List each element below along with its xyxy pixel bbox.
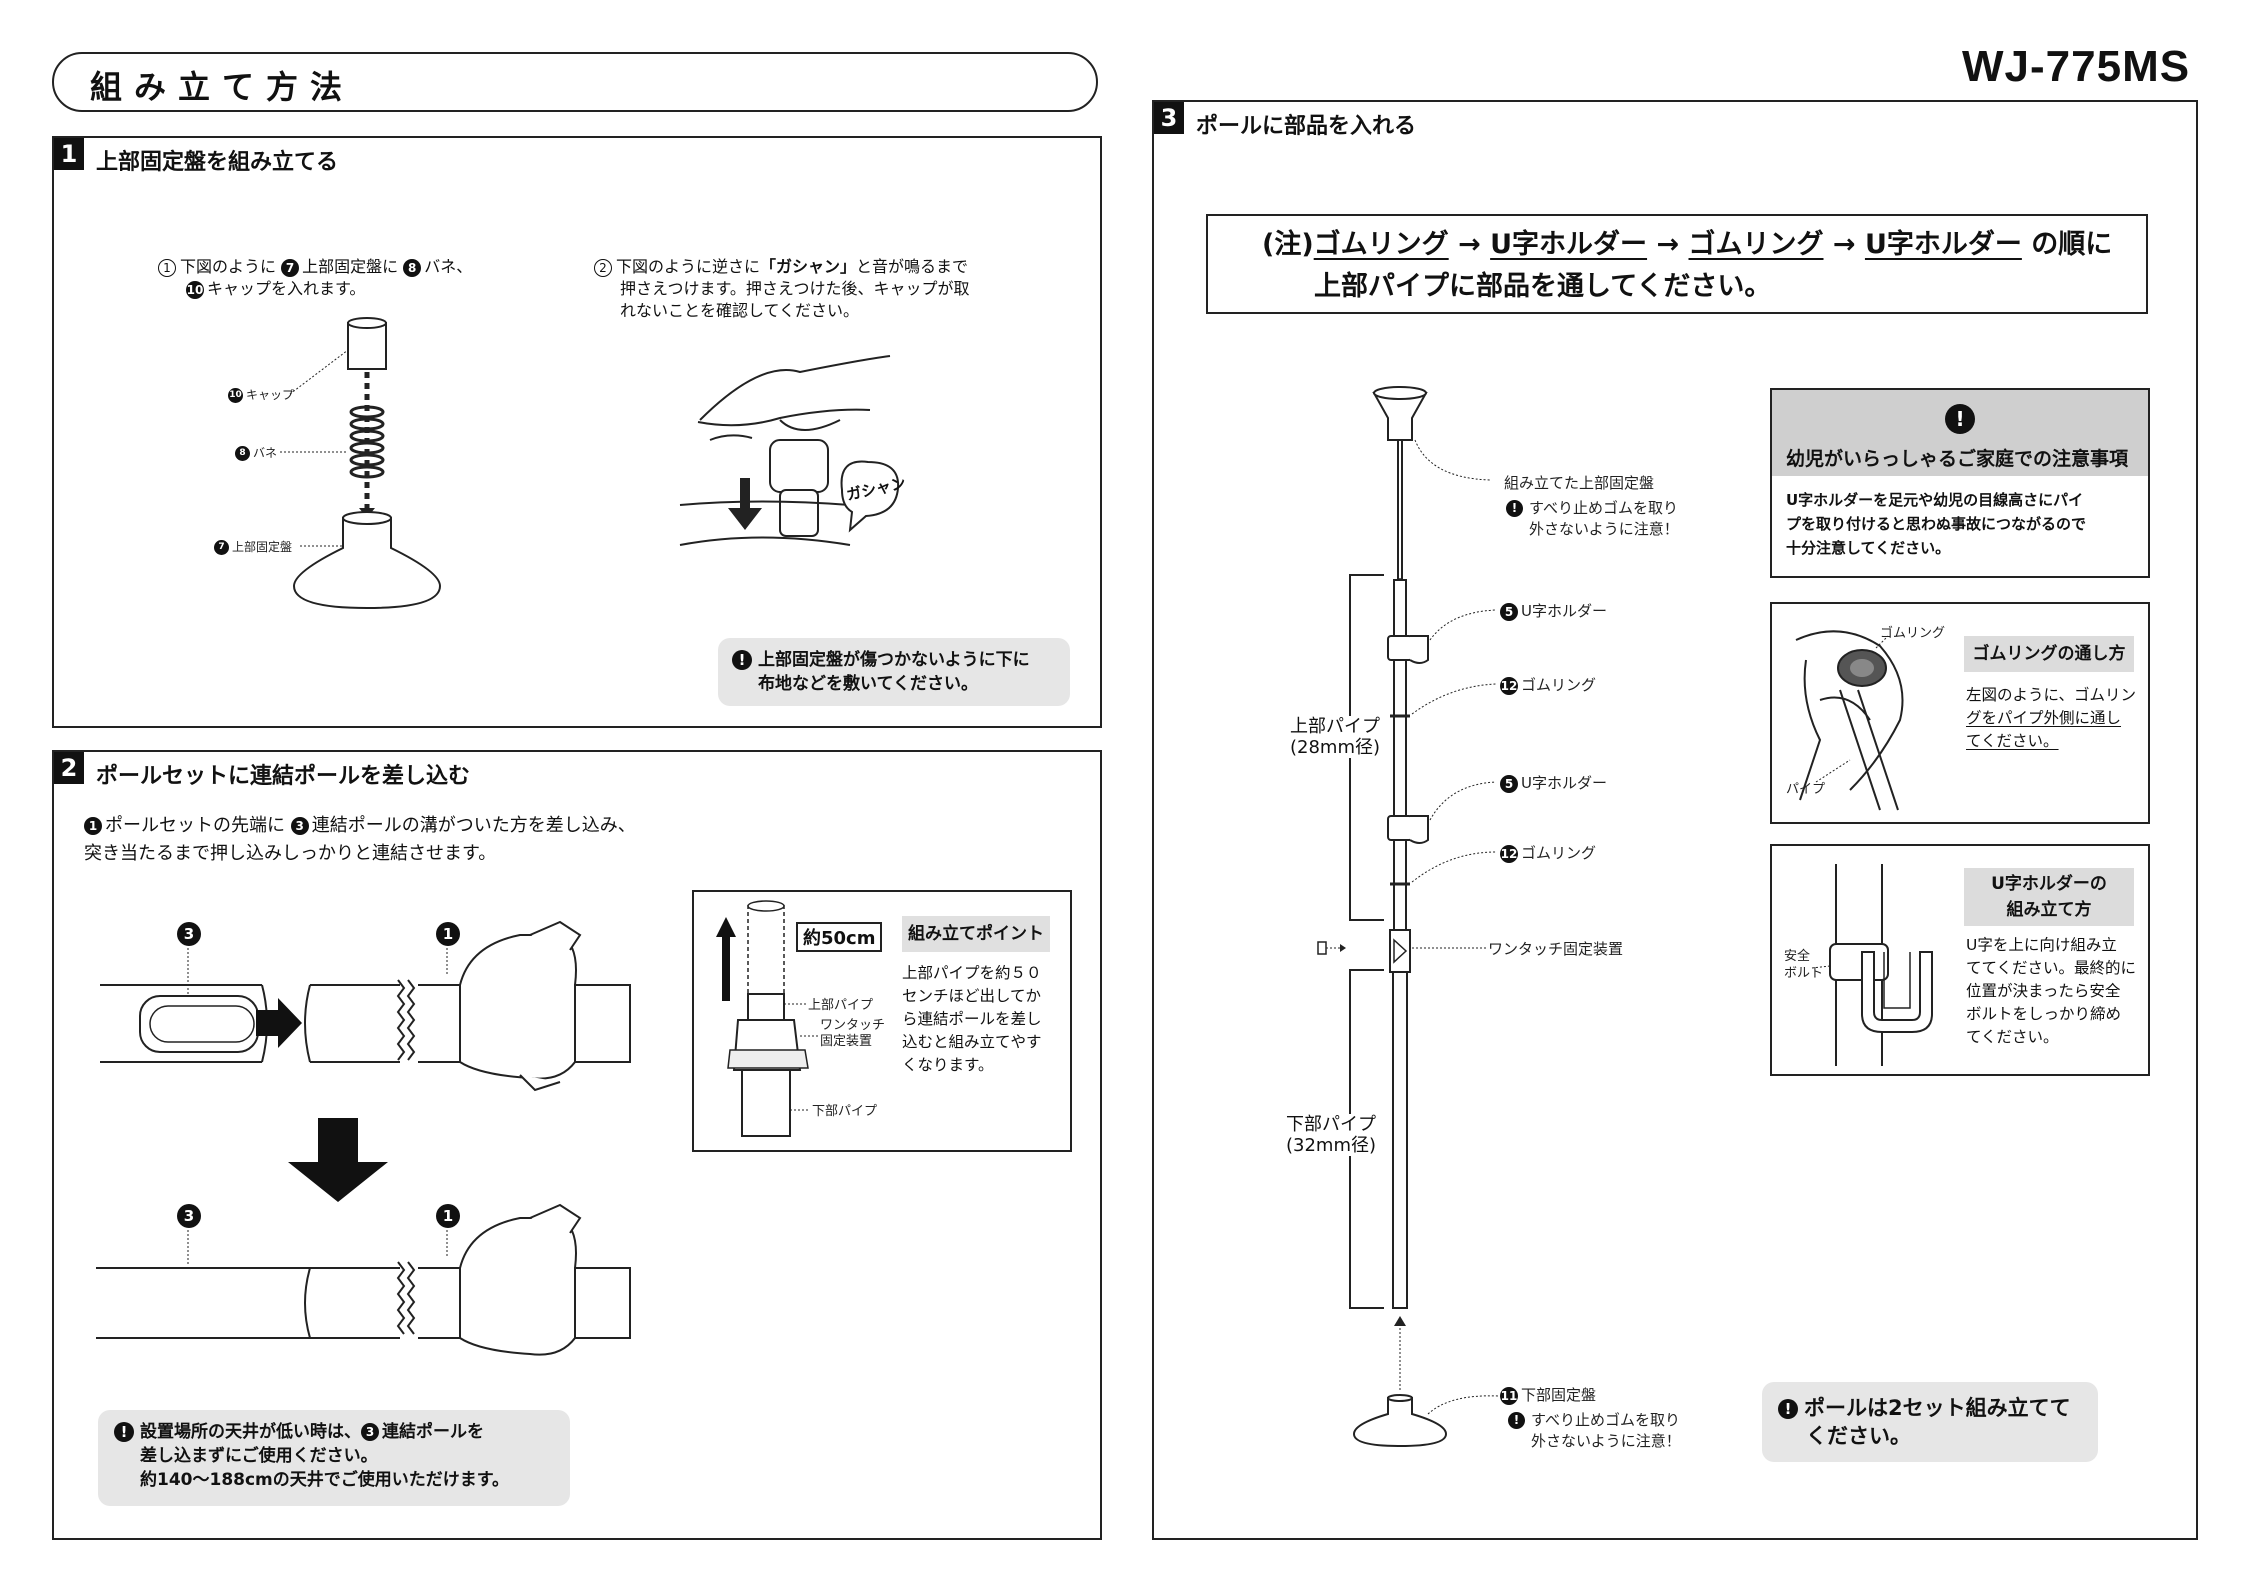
holder-title: U字ホルダーの 組み立て方 [1964,868,2134,926]
label-one-touch-lock: ワンタッチ固定装置 [1488,940,1624,958]
page-title: 組み立て方法 [90,68,355,106]
label-bottom-warning: !すべり止めゴムを取り 外さないように注意！ [1508,1410,1681,1452]
title-banner [52,52,1098,112]
parts-order-text: (注)ゴムリング → U字ホルダー → ゴムリング → U字ホルダー の順に 上… [1262,229,2113,302]
label-upper-pipe: 上部パイプ (28mm径) [1290,716,1381,758]
assembly-point-box [692,890,1072,1152]
step-number-2: 2 [594,258,612,277]
warning-icon: ! [732,650,752,670]
section2-panel [52,750,1102,1540]
section3-title: ポールに部品を入れる [1196,114,1417,139]
section3-number: 3 [1154,102,1184,134]
ring-title: ゴムリングの通し方 [1964,636,2134,672]
point-label-lower: 下部パイプ [812,1104,878,1119]
label-pole-set-bottom: 1 [436,1204,460,1228]
u-holder-howto-box [1770,844,2150,1076]
point-label-onetouch: ワンタッチ 固定装置 [820,1018,886,1049]
section2-title: ポールセットに連結ポールを差し込む [96,764,471,789]
holder-bolt-label: 安全 ボルト [1784,949,1824,981]
label-connecting-pole-top: 3 [177,922,201,946]
section1-note [718,638,1070,706]
warning-icon: ! [114,1422,134,1442]
section1-panel [52,136,1102,728]
section1-title: 上部固定盤を組み立てる [96,150,339,175]
caution-text: U字ホルダーを足元や幼児の目線高さにパイ プを取り付けると思わぬ事故につながるの… [1786,491,2087,557]
label-pole-set-top: 1 [436,922,460,946]
parts-order-box [1206,214,2148,314]
label-top-warning: !すべり止めゴムを取り 外さないように注意！ [1506,498,1679,540]
final-note-text: !ポールは2セット組み立てて ください。 [1778,1394,2071,1450]
step-number-1: 1 [158,258,176,277]
model-number: WJ-775MS [1962,42,2191,91]
ring-label: ゴムリング [1880,626,1946,641]
caution-title: 幼児がいらっしゃるご家庭での注意事項 [1786,448,2129,470]
caution-icon: ! [1945,404,1975,434]
ring-pipe-label: パイプ [1786,782,1826,797]
point-size-label: 約50cm [796,922,883,952]
rubber-ring-howto-box [1770,602,2150,824]
label-lower-pipe: 下部パイプ (32mm径) [1286,1114,1377,1156]
section1-note-text: !上部固定盤が傷つかないように下に 布地などを敷いてください。 [732,648,1030,696]
section1-number: 1 [54,138,84,170]
warning-icon: ! [1778,1399,1798,1419]
label-assembled-top-base: 組み立てた上部固定盤 [1504,474,1655,492]
section2-note [98,1410,570,1506]
final-note [1762,1382,2098,1462]
holder-text: U字を上に向け組み立 ててください。最終的に 位置が決まったら安全 ボルトをしっ… [1966,936,2137,1046]
section2-number: 2 [54,752,84,784]
point-title: 組み立てポイント [902,916,1050,952]
ring-text: 左図のように、ゴムリン グをパイプ外側に通し てください。 [1966,686,2137,750]
point-label-upper: 上部パイプ [808,998,874,1013]
label-connecting-pole-bottom: 3 [177,1204,201,1228]
section3-panel [1152,100,2198,1540]
caution-box [1770,388,2150,578]
point-text: 上部パイプを約５０ センチほど出してか ら連結ポールを差し 込むと組み立てやす … [902,964,1042,1074]
